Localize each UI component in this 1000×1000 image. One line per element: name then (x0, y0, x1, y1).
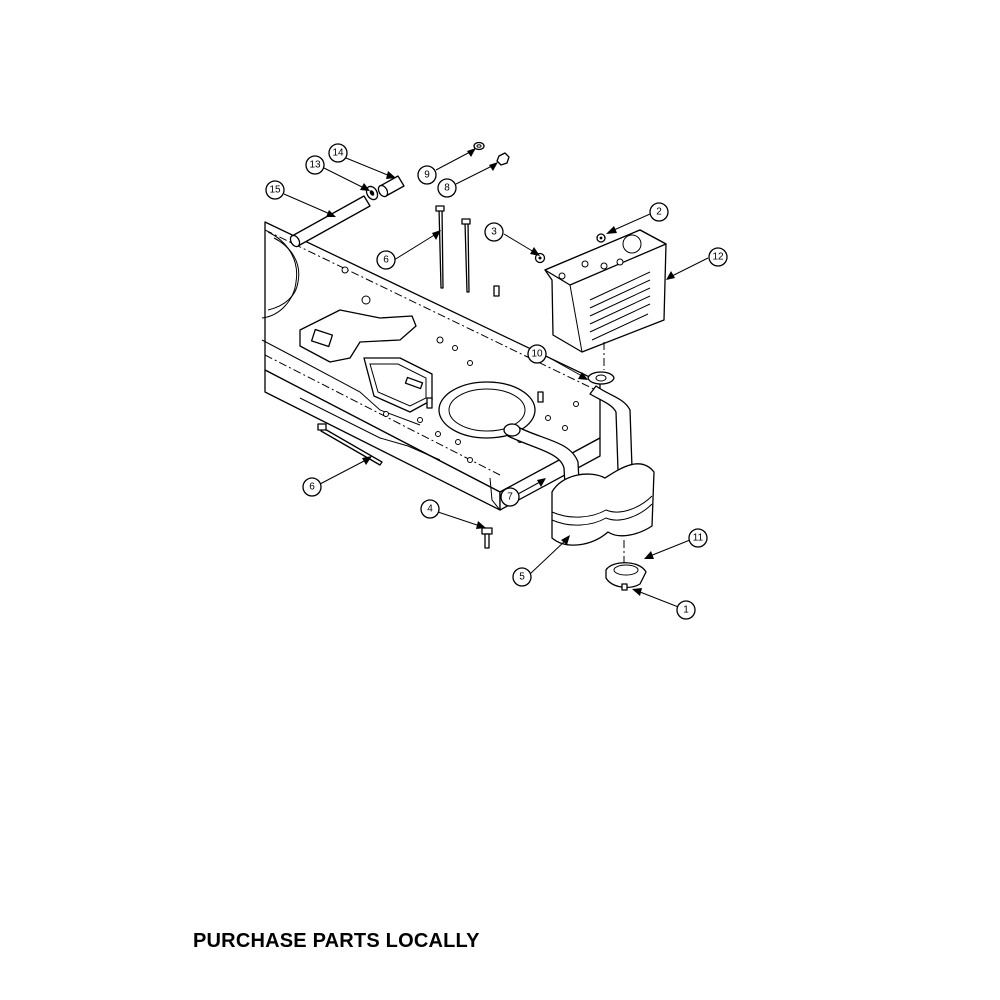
cable-tie-part-6-lower (317, 423, 383, 466)
svg-text:1: 1 (683, 605, 689, 616)
svg-text:6: 6 (309, 482, 315, 493)
tube-part-15 (289, 195, 371, 248)
svg-text:9: 9 (424, 170, 430, 181)
bolt-part-4 (481, 527, 493, 549)
callout-3: 3 (484, 222, 504, 242)
svg-text:15: 15 (269, 185, 281, 196)
callout-8: 8 (437, 178, 457, 198)
callout-13: 13 (305, 155, 325, 175)
muffler-part-5 (551, 463, 655, 546)
svg-text:7: 7 (507, 492, 513, 503)
callout-6-lower: 6 (302, 477, 322, 497)
svg-text:8: 8 (444, 183, 450, 194)
cable-tie-part-6-upper (435, 205, 471, 293)
deflector-part-1 (605, 562, 647, 591)
screw-part-3 (534, 252, 546, 264)
screw-part-2 (596, 233, 606, 243)
callout-10: 10 (527, 344, 547, 364)
callout-5: 5 (512, 567, 532, 587)
frame-assembly (261, 221, 601, 511)
frame-holes (341, 266, 579, 463)
heat-shield-part-12 (544, 229, 667, 370)
svg-text:14: 14 (332, 148, 344, 159)
callout-2: 2 (649, 202, 669, 222)
svg-text:10: 10 (531, 349, 543, 360)
purchase-parts-note: PURCHASE PARTS LOCALLY (193, 930, 480, 952)
callout-9: 9 (417, 165, 437, 185)
gasket-part-10 (587, 371, 615, 385)
exhaust-pipes (503, 385, 633, 503)
svg-text:3: 3 (491, 227, 497, 238)
callout-14: 14 (328, 143, 348, 163)
shaft-part-14 (377, 175, 405, 198)
callout-4: 4 (420, 499, 440, 519)
svg-text:13: 13 (309, 160, 321, 171)
callout-7: 7 (500, 487, 520, 507)
callout-15: 15 (265, 180, 285, 200)
callout-1: 1 (676, 600, 696, 620)
bushing-part-13 (365, 185, 379, 201)
svg-text:6: 6 (383, 255, 389, 266)
svg-text:4: 4 (427, 504, 433, 515)
svg-text:11: 11 (693, 533, 704, 544)
leader-lines (283, 148, 709, 611)
callout-12: 12 (708, 247, 728, 267)
callout-11: 11 (688, 528, 708, 548)
callout-6-upper: 6 (376, 250, 396, 270)
washer-part-9 (473, 141, 485, 151)
nut-part-8 (496, 152, 510, 166)
svg-text:5: 5 (519, 572, 525, 583)
svg-text:12: 12 (712, 252, 724, 263)
svg-text:2: 2 (656, 207, 662, 218)
